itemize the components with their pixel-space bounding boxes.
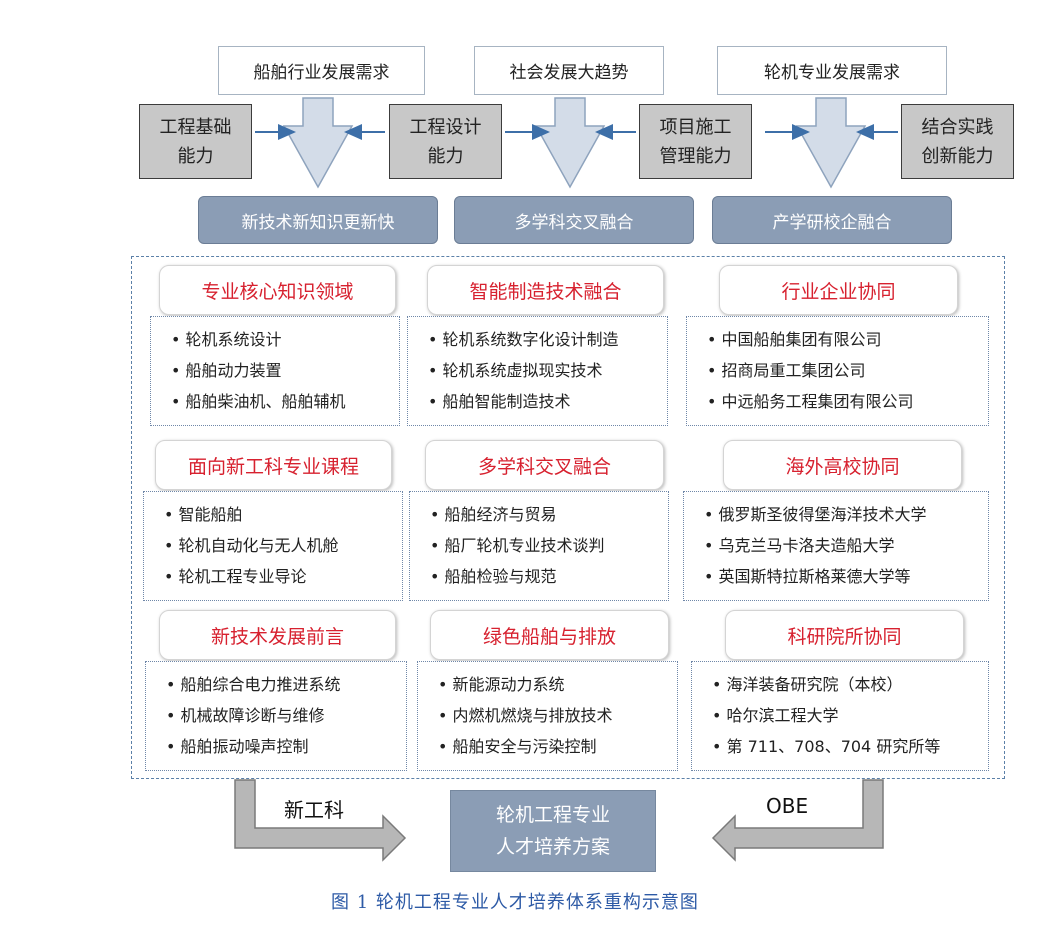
figure-caption: 图 1 轮机工程专业人才培养体系重构示意图 bbox=[331, 892, 699, 913]
list-item: • 俄罗斯圣彼得堡海洋技术大学 bbox=[704, 505, 927, 524]
down-arrow-2 bbox=[534, 97, 606, 189]
section-list-interdisciplinary: • 船舶经济与贸易 • 船厂轮机专业技术谈判 • 船舶检验与规范 bbox=[409, 491, 669, 601]
ability-line2: 创新能力 bbox=[921, 145, 994, 167]
list-item: • 轮机系统数字化设计制造 bbox=[428, 330, 619, 349]
list-item: • 海洋装备研究院（本校） bbox=[712, 675, 903, 694]
list-item: • 船舶检验与规范 bbox=[430, 567, 557, 586]
section-title-new-tech-frontier: 新技术发展前言 bbox=[159, 610, 396, 660]
need-box-shipbuilding: 船舶行业发展需求 bbox=[218, 46, 425, 95]
section-title-industry-enterprise: 行业企业协同 bbox=[719, 265, 958, 315]
ability-box-project-management: 项目施工 管理能力 bbox=[639, 104, 752, 179]
section-title-new-engineering-courses: 面向新工科专业课程 bbox=[155, 440, 392, 490]
list-item: • 船厂轮机专业技术谈判 bbox=[430, 536, 605, 555]
result-box-training-plan: 轮机工程专业 人才培养方案 bbox=[450, 790, 656, 872]
list-item: • 第 711、708、704 研究所等 bbox=[712, 737, 941, 756]
list-item: • 英国斯特拉斯格莱德大学等 bbox=[704, 567, 911, 586]
section-title-overseas-universities: 海外高校协同 bbox=[723, 440, 962, 490]
result-line2: 人才培养方案 bbox=[495, 836, 610, 858]
section-list-core-knowledge: • 轮机系统设计 • 船舶动力装置 • 船舶柴油机、船舶辅机 bbox=[150, 316, 400, 426]
bent-arrow-right bbox=[711, 779, 884, 862]
list-item: • 新能源动力系统 bbox=[438, 675, 565, 694]
trend-pill-industry-academia: 产学研校企融合 bbox=[712, 196, 952, 244]
list-item: • 内燃机燃烧与排放技术 bbox=[438, 706, 613, 725]
list-item: • 中远船务工程集团有限公司 bbox=[707, 392, 914, 411]
tag-obe: OBE bbox=[766, 794, 809, 818]
tag-new-engineering: 新工科 bbox=[284, 798, 344, 822]
ability-line2: 管理能力 bbox=[659, 145, 732, 167]
list-item: • 乌克兰马卡洛夫造船大学 bbox=[704, 536, 895, 555]
section-title-interdisciplinary: 多学科交叉融合 bbox=[425, 440, 664, 490]
section-list-green-ship: • 新能源动力系统 • 内燃机燃烧与排放技术 • 船舶安全与污染控制 bbox=[417, 661, 678, 771]
content-frame bbox=[131, 256, 1005, 779]
section-list-industry-enterprise: • 中国船舶集团有限公司 • 招商局重工集团公司 • 中远船务工程集团有限公司 bbox=[686, 316, 989, 426]
result-line1: 轮机工程专业 bbox=[495, 804, 610, 826]
trend-pill-new-tech: 新技术新知识更新快 bbox=[198, 196, 438, 244]
ability-box-engineering-basic: 工程基础 能力 bbox=[139, 104, 252, 179]
list-item: • 船舶智能制造技术 bbox=[428, 392, 571, 411]
ability-box-engineering-design: 工程设计 能力 bbox=[389, 104, 502, 179]
section-title-research-institutes: 科研院所协同 bbox=[725, 610, 964, 660]
list-item: • 轮机自动化与无人机舱 bbox=[164, 536, 339, 555]
need-box-society: 社会发展大趋势 bbox=[474, 46, 664, 95]
list-item: • 轮机工程专业导论 bbox=[164, 567, 307, 586]
section-title-green-ship: 绿色船舶与排放 bbox=[430, 610, 669, 660]
ability-box-innovation: 结合实践 创新能力 bbox=[901, 104, 1014, 179]
down-arrow-3 bbox=[795, 97, 867, 189]
section-title-intelligent-manufacturing: 智能制造技术融合 bbox=[427, 265, 664, 315]
list-item: • 船舶综合电力推进系统 bbox=[166, 675, 341, 694]
section-list-overseas-universities: • 俄罗斯圣彼得堡海洋技术大学 • 乌克兰马卡洛夫造船大学 • 英国斯特拉斯格莱… bbox=[683, 491, 989, 601]
list-item: • 轮机系统虚拟现实技术 bbox=[428, 361, 603, 380]
trend-pill-interdisciplinary: 多学科交叉融合 bbox=[454, 196, 694, 244]
list-item: • 船舶振动噪声控制 bbox=[166, 737, 309, 756]
ability-line1: 结合实践 bbox=[921, 116, 994, 138]
section-list-new-engineering-courses: • 智能船舶 • 轮机自动化与无人机舱 • 轮机工程专业导论 bbox=[143, 491, 403, 601]
bent-arrow-left bbox=[234, 779, 407, 862]
section-list-research-institutes: • 海洋装备研究院（本校） • 哈尔滨工程大学 • 第 711、708、704 … bbox=[691, 661, 989, 771]
list-item: • 轮机系统设计 bbox=[171, 330, 282, 349]
section-list-intelligent-manufacturing: • 轮机系统数字化设计制造 • 轮机系统虚拟现实技术 • 船舶智能制造技术 bbox=[407, 316, 668, 426]
section-list-new-tech-frontier: • 船舶综合电力推进系统 • 机械故障诊断与维修 • 船舶振动噪声控制 bbox=[145, 661, 407, 771]
list-item: • 船舶动力装置 bbox=[171, 361, 282, 380]
down-arrow-1 bbox=[282, 97, 354, 189]
need-box-marine-engineering: 轮机专业发展需求 bbox=[717, 46, 947, 95]
ability-line1: 项目施工 bbox=[659, 116, 732, 138]
ability-line2: 能力 bbox=[177, 145, 214, 167]
list-item: • 智能船舶 bbox=[164, 505, 243, 524]
section-title-core-knowledge: 专业核心知识领域 bbox=[159, 265, 396, 315]
list-item: • 船舶安全与污染控制 bbox=[438, 737, 597, 756]
list-item: • 哈尔滨工程大学 bbox=[712, 706, 839, 725]
list-item: • 机械故障诊断与维修 bbox=[166, 706, 325, 725]
list-item: • 船舶柴油机、船舶辅机 bbox=[171, 392, 346, 411]
ability-line1: 工程基础 bbox=[159, 116, 232, 138]
ability-line2: 能力 bbox=[427, 145, 464, 167]
list-item: • 船舶经济与贸易 bbox=[430, 505, 557, 524]
ability-line1: 工程设计 bbox=[409, 116, 482, 138]
list-item: • 招商局重工集团公司 bbox=[707, 361, 866, 380]
list-item: • 中国船舶集团有限公司 bbox=[707, 330, 882, 349]
